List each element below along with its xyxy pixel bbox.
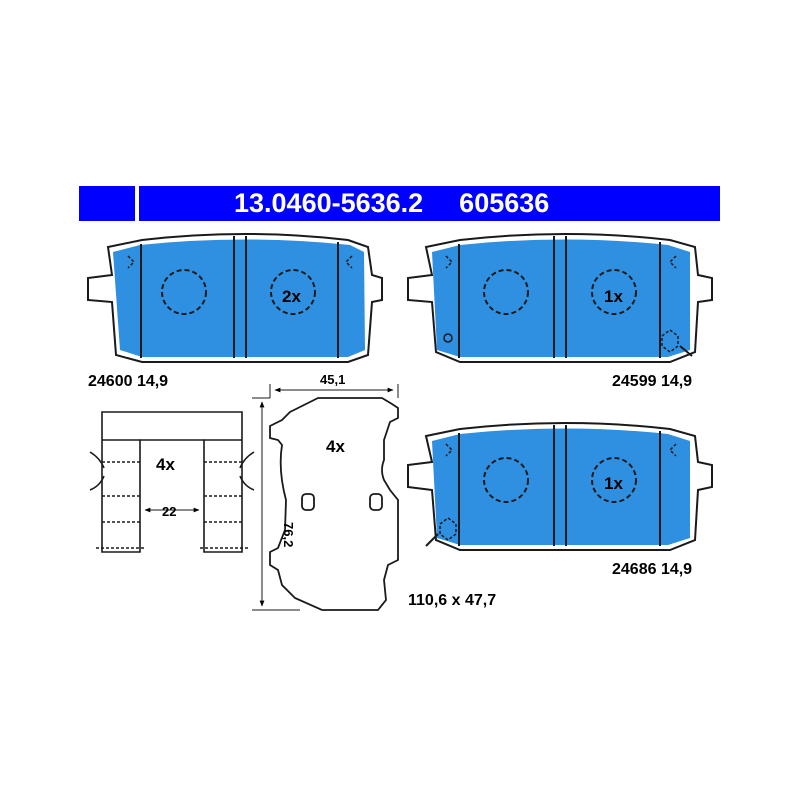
backing-plate-width-dimension: 45,1 — [320, 372, 345, 387]
title-bar-right-cell: 13.0460-5636.2 605636 — [139, 186, 720, 221]
part-number: 13.0460-5636.2 — [234, 188, 424, 218]
pad-24686-count: 1x — [604, 474, 623, 493]
brake-pad-24599 — [407, 233, 713, 363]
pad-24600-code: 24600 14,9 — [88, 373, 168, 390]
pad-24599-code: 24599 14,9 — [612, 373, 692, 390]
backing-plate-count: 4x — [326, 437, 345, 456]
brake-pad-24686 — [407, 422, 713, 551]
pad-24599-count: 1x — [604, 287, 623, 306]
pad-24686-code: 24686 14,9 — [612, 561, 692, 578]
backing-plate-drawing — [252, 384, 399, 611]
backing-plate-size: 110,6 x 47,7 — [408, 592, 496, 609]
clip-count: 4x — [156, 455, 175, 474]
reference-number: 605636 — [459, 188, 550, 218]
title-bar: 13.0460-5636.2 605636 — [79, 186, 720, 221]
title-bar-left-cell — [79, 186, 135, 221]
clip-width-dimension: 22 — [162, 504, 176, 519]
brake-pad-24600 — [87, 233, 383, 363]
pad-24600-count: 2x — [282, 287, 301, 306]
backing-plate-height-dimension: 76,2 — [281, 522, 296, 547]
clip-drawing — [89, 411, 255, 553]
